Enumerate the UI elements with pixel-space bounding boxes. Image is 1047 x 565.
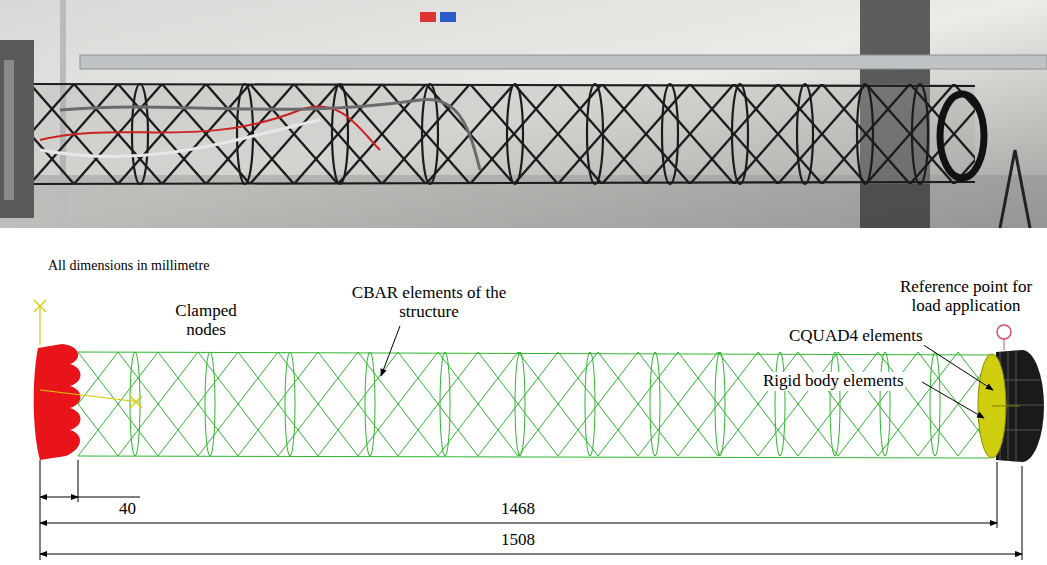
part-label: Reference point for load application xyxy=(889,278,1043,315)
part-label: CQUAD4 elements xyxy=(788,327,924,346)
note-text: All dimensions in millimetre xyxy=(47,258,210,273)
dimension-text: 1468 xyxy=(500,500,536,519)
part-label: Clamped nodes xyxy=(165,302,247,339)
part-label: CBAR elements of the structure xyxy=(338,284,520,321)
part-label: Rigid body elements xyxy=(762,372,905,391)
dimension-lines xyxy=(40,460,1022,560)
dimension-text: 40 xyxy=(118,500,137,519)
leader-lines xyxy=(381,326,993,418)
photograph xyxy=(0,0,1047,228)
dimension-text: 1508 xyxy=(500,531,536,550)
fe-model xyxy=(34,300,1044,462)
